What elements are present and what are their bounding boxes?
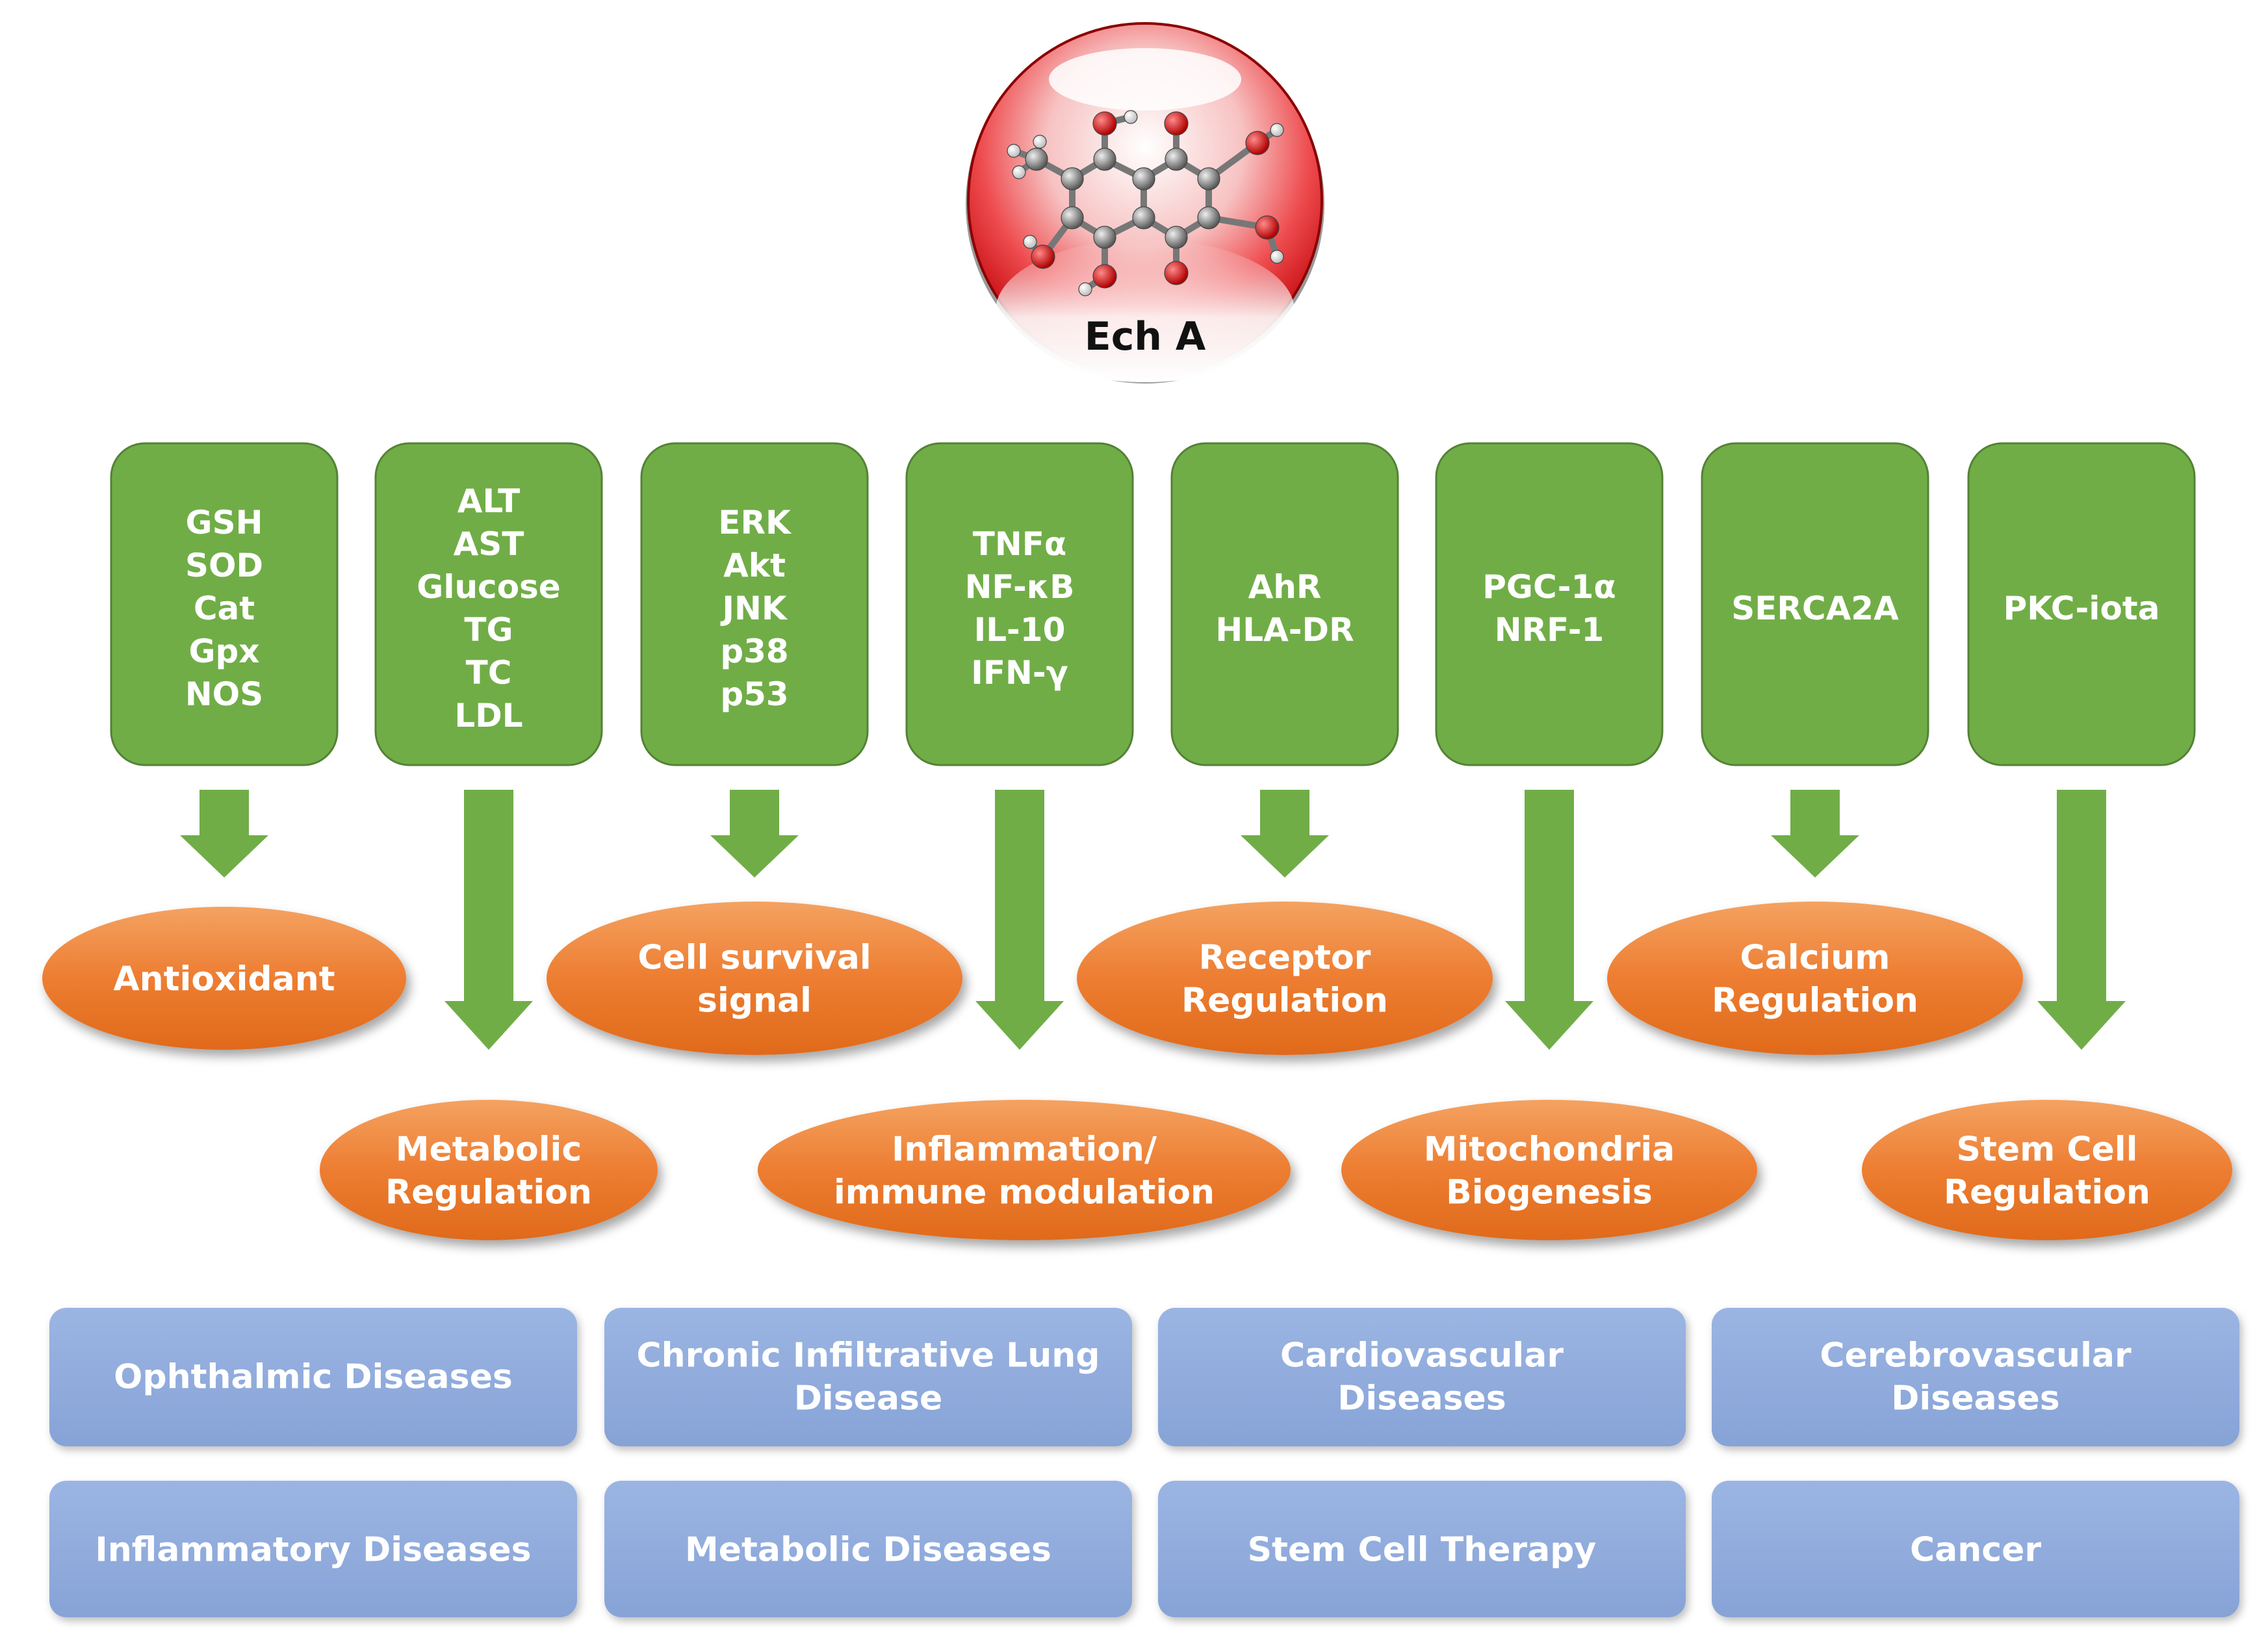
molecule-icon	[1007, 110, 1284, 296]
down-arrow	[180, 790, 268, 878]
down-arrow	[710, 790, 799, 878]
disease-label: Stem Cell Therapy	[1248, 1531, 1597, 1570]
compound-sphere: Ech A	[966, 22, 1324, 384]
effect-label: Antioxidant	[113, 960, 335, 999]
down-arrow	[2037, 790, 2126, 1050]
disease-box: Ophthalmic Diseases	[49, 1308, 577, 1446]
down-arrow	[1505, 790, 1593, 1050]
target-box: SERCA2A	[1701, 442, 1929, 766]
effect-arrows	[180, 790, 2126, 1050]
disease-label: Metabolic Diseases	[685, 1531, 1051, 1570]
disease-box: Metabolic Diseases	[604, 1481, 1132, 1617]
disease-box: Inflammatory Diseases	[49, 1481, 577, 1617]
target-label: PKC-iota	[2004, 590, 2160, 627]
effect-ellipse: Inflammation/immune modulation	[758, 1100, 1291, 1240]
effect-label: Inflammation/immune modulation	[834, 1130, 1215, 1212]
effect-ellipse: Antioxidant	[42, 907, 406, 1050]
target-box: PKC-iota	[1967, 442, 2196, 766]
disease-boxes: Ophthalmic Diseases Chronic Infiltrative …	[49, 1308, 2239, 1617]
down-arrow	[445, 790, 533, 1050]
disease-box: Stem Cell Therapy	[1158, 1481, 1686, 1617]
disease-label: Cancer	[1910, 1531, 2041, 1570]
target-label: SERCA2A	[1731, 590, 1899, 627]
down-arrow	[975, 790, 1064, 1050]
down-arrow	[1241, 790, 1329, 878]
sphere-highlight	[1049, 48, 1241, 111]
down-arrow	[1771, 790, 1859, 878]
disease-box: Cancer	[1712, 1481, 2239, 1617]
compound-name: Ech A	[1085, 314, 1206, 359]
disease-label: Inflammatory Diseases	[95, 1531, 531, 1570]
disease-label: Ophthalmic Diseases	[114, 1358, 513, 1397]
